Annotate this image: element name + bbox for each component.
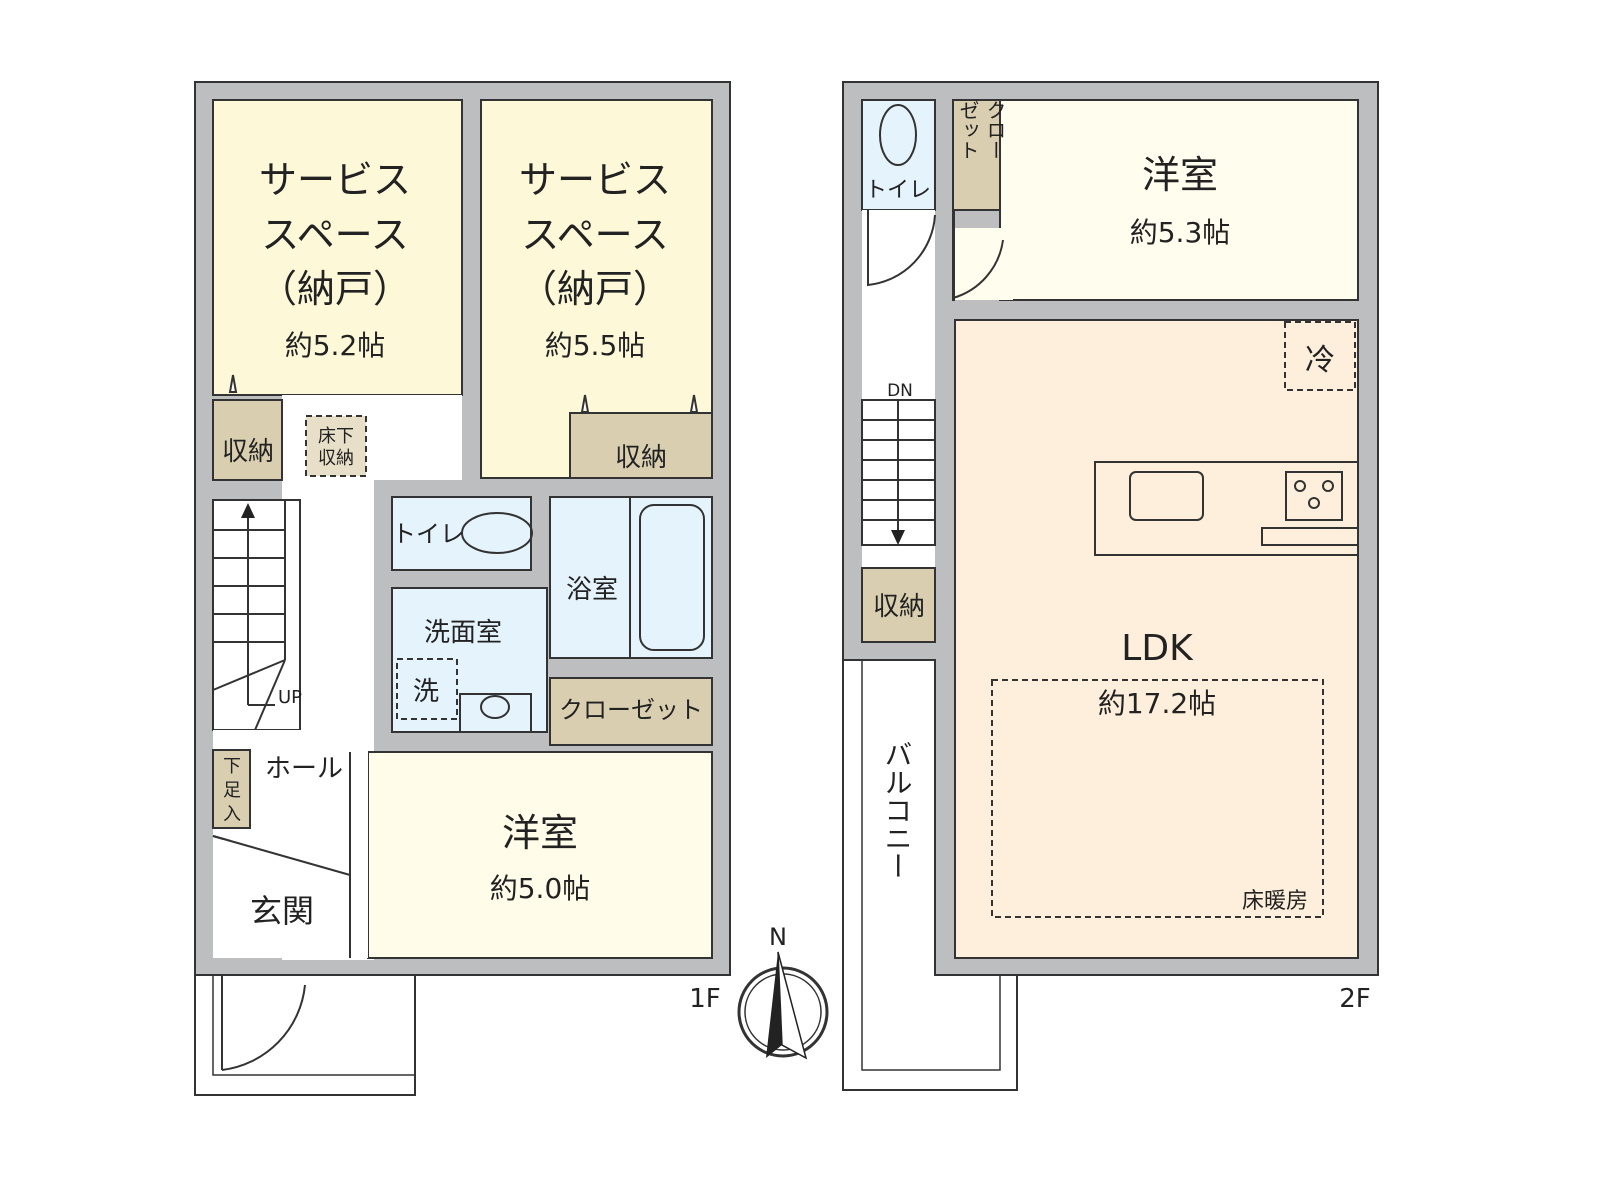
- underfloor-storage[interactable]: [305, 415, 367, 477]
- room-label: 収納: [222, 437, 274, 467]
- room-label: 洗: [413, 677, 439, 707]
- room-label: 洗面室: [424, 618, 502, 648]
- room-label: 足: [223, 780, 241, 801]
- kitchen-sink-icon: [1129, 471, 1204, 521]
- storage-left[interactable]: [212, 399, 283, 481]
- toilet-1f: [391, 496, 532, 571]
- fridge-space: [1284, 321, 1356, 391]
- room-label: 約17.2帖: [1098, 687, 1216, 720]
- ldk: [954, 319, 1359, 959]
- floor-1: サービス スペース （納戸） 約5.2帖 サービス スペース （納戸） 約5.5…: [194, 81, 731, 1096]
- stairs-down-arrow-icon: [891, 530, 905, 545]
- room-label: LDK: [1121, 628, 1194, 669]
- porch: [194, 974, 416, 1096]
- room-label: クローゼット: [559, 696, 703, 724]
- room-label: サービス: [519, 158, 671, 202]
- room-label: 浴室: [566, 575, 618, 605]
- closet-2f[interactable]: [952, 99, 1001, 211]
- shoe-storage[interactable]: [212, 749, 251, 829]
- room-label: 約5.5帖: [545, 329, 646, 362]
- room-label: 約5.3帖: [1130, 216, 1231, 249]
- room-label: （納戸）: [519, 267, 671, 311]
- room-label: 収納: [318, 448, 354, 469]
- room-label: 収納: [873, 592, 925, 622]
- floor-2: トイレ クロー ゼット 洋室 約5.3帖 冷 DN 収納 LDK 約17.2帖 …: [842, 81, 1379, 1091]
- washroom: [391, 587, 548, 733]
- room-label: 約5.0帖: [490, 872, 591, 905]
- room-label: ゼット: [956, 100, 980, 160]
- kitchen-counter: [1094, 461, 1359, 556]
- room-label: 約5.2帖: [285, 329, 386, 362]
- sink-icon: [480, 695, 510, 719]
- room-label: トイレ: [392, 520, 464, 548]
- stove-icon: [1285, 471, 1343, 521]
- closet-1f[interactable]: [549, 677, 713, 746]
- washer-space: [396, 658, 458, 720]
- room-label: 床下: [318, 426, 354, 447]
- toilet-icon: [461, 512, 533, 554]
- room-label: 下: [223, 756, 241, 777]
- room-label: クロー: [983, 100, 1007, 160]
- room-label: 洋室: [502, 811, 578, 855]
- room-label: サービス: [259, 158, 411, 202]
- north-arrow-icon: [766, 952, 782, 1058]
- entrance: [213, 840, 350, 958]
- room-label: 洋室: [1142, 153, 1218, 197]
- storage-2f[interactable]: [861, 567, 936, 643]
- room-label: スペース: [261, 213, 408, 257]
- toilet-door[interactable]: [867, 210, 936, 287]
- toilet-2f-icon: [879, 104, 917, 166]
- service-space-1: [212, 99, 463, 396]
- room-door[interactable]: [952, 230, 1004, 300]
- western-room-1f: [367, 751, 713, 959]
- room-label: 収納: [615, 443, 667, 473]
- entrance-door: [221, 975, 306, 1071]
- room-label: 2F: [1339, 984, 1371, 1014]
- room-label: 入: [223, 804, 241, 825]
- toilet-2f: [861, 99, 936, 211]
- compass: N: [737, 923, 829, 1060]
- room-label: N: [769, 923, 787, 951]
- bathtub-icon: [639, 504, 705, 651]
- room-label: 床暖房: [1242, 889, 1308, 914]
- room-label: DN: [887, 381, 913, 401]
- room-label: （納戸）: [259, 267, 411, 311]
- room-label: スペース: [521, 213, 668, 257]
- room-label: 冷: [1305, 343, 1335, 378]
- room-label: バルコニー: [881, 740, 914, 880]
- room-label: UP: [278, 687, 302, 708]
- floor-heating-area: [991, 679, 1324, 918]
- room-label: 1F: [689, 984, 721, 1014]
- room-label: トイレ: [865, 178, 931, 203]
- storage-right[interactable]: [569, 412, 713, 479]
- room-label: ホール: [265, 754, 343, 784]
- stairs-up-arrow-icon: [241, 503, 255, 518]
- room-label: 玄関: [250, 892, 314, 930]
